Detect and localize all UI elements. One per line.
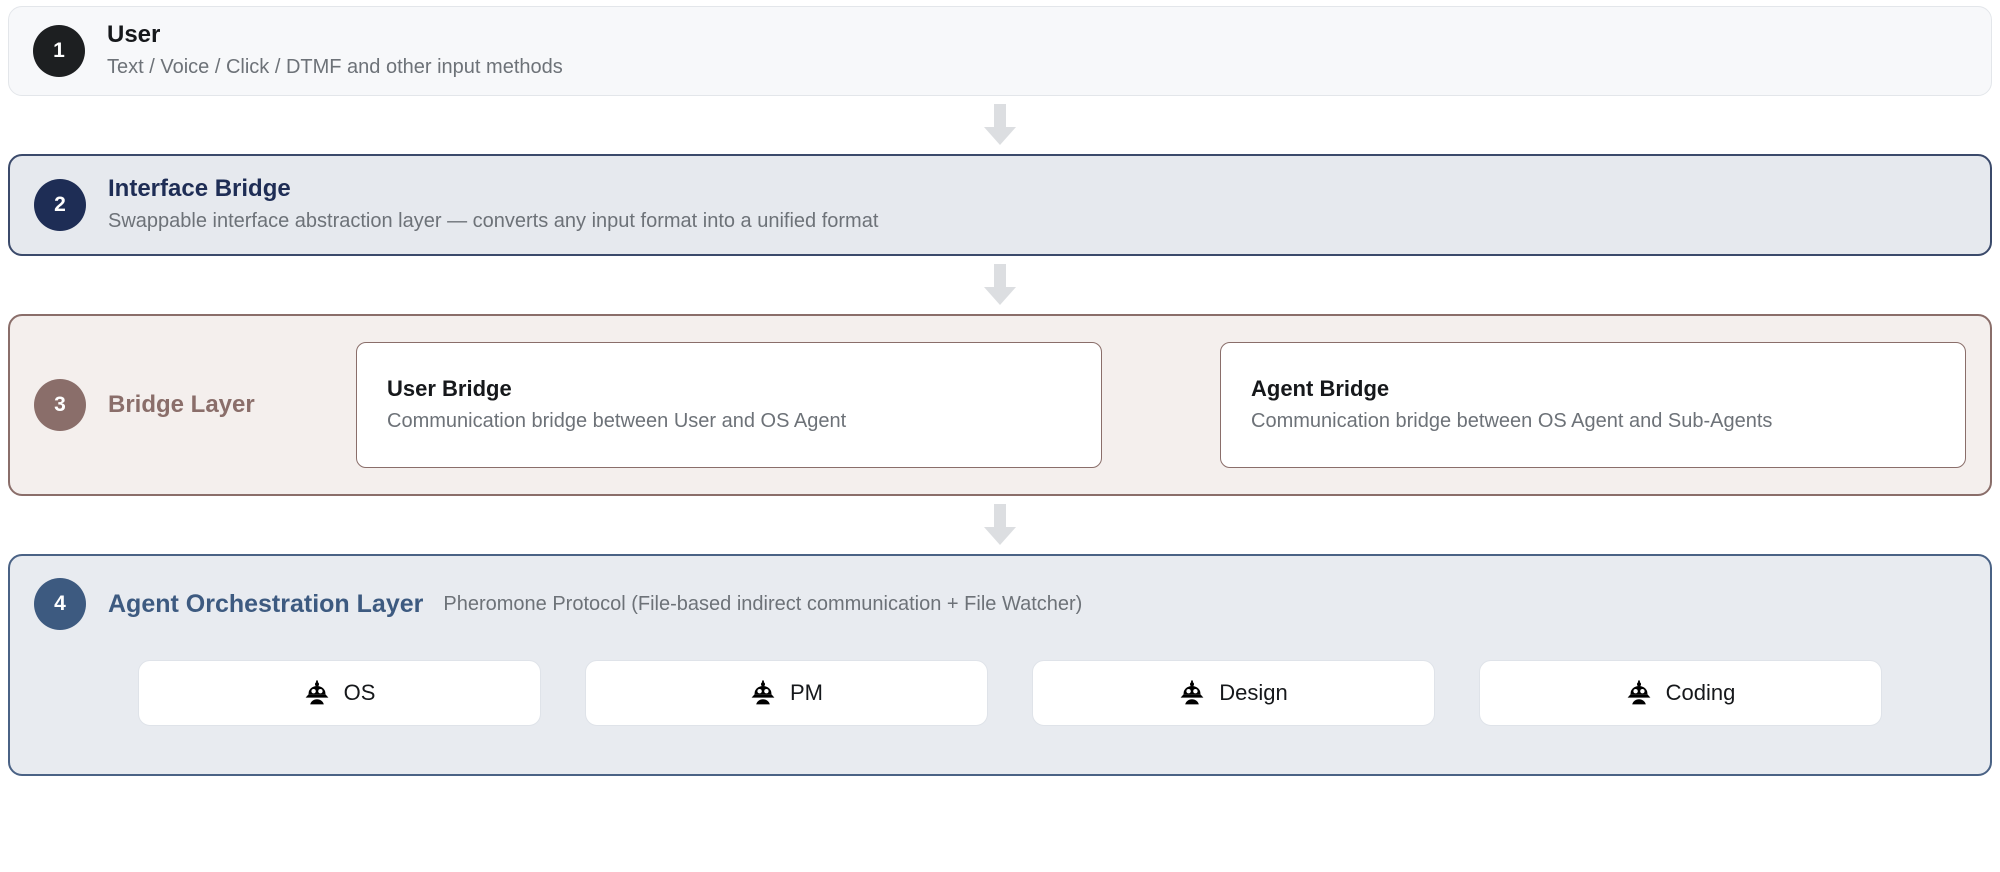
layer-interface-bridge: 2 Interface Bridge Swappable interface a… (8, 154, 1992, 256)
robot-icon (1179, 680, 1205, 706)
card-agent-bridge[interactable]: Agent Bridge Communication bridge betwee… (1220, 342, 1966, 468)
agent-card-coding[interactable]: Coding (1479, 660, 1882, 726)
agent-card-coding-label: Coding (1665, 680, 1736, 705)
bridge-cards: User Bridge Communication bridge between… (356, 342, 1966, 468)
connector-3 (8, 496, 1992, 554)
layer-user-text: User Text / Voice / Click / DTMF and oth… (107, 20, 563, 82)
layer-orchestration-subtitle: Pheromone Protocol (File-based indirect … (443, 592, 1083, 615)
arrow-down-icon (984, 504, 1016, 545)
layer-badge-2: 2 (34, 179, 86, 231)
layer-bridge: 3 Bridge Layer User Bridge Communication… (8, 314, 1992, 496)
bridge-row: 3 Bridge Layer User Bridge Communication… (34, 342, 1966, 468)
layer-agent-orchestration: 4 Agent Orchestration Layer Pheromone Pr… (8, 554, 1992, 776)
agent-card-row: OS PM (34, 660, 1966, 726)
connector-2 (8, 256, 1992, 314)
layer-bridge-text: Bridge Layer (108, 390, 255, 420)
layer-orchestration-title: Agent Orchestration Layer (108, 589, 424, 618)
arrow-down-icon (984, 104, 1016, 145)
agent-card-os-label: OS (343, 680, 376, 705)
agent-card-os[interactable]: OS (138, 660, 541, 726)
layer-user-title: User (107, 21, 161, 48)
layer-interface-text: Interface Bridge Swappable interface abs… (108, 174, 878, 236)
agent-card-pm-label: PM (790, 680, 823, 705)
layer-user-subtitle: Text / Voice / Click / DTMF and other in… (107, 56, 563, 78)
bridge-head: 3 Bridge Layer (34, 379, 334, 431)
card-user-bridge-title: User Bridge (387, 376, 512, 402)
robot-icon (304, 680, 330, 706)
layer-user: 1 User Text / Voice / Click / DTMF and o… (8, 6, 1992, 96)
layer-bridge-title: Bridge Layer (108, 391, 255, 418)
layer-badge-4: 4 (34, 578, 86, 630)
robot-icon (1626, 680, 1652, 706)
agent-card-design[interactable]: Design (1032, 660, 1435, 726)
card-user-bridge[interactable]: User Bridge Communication bridge between… (356, 342, 1102, 468)
arrow-down-icon (984, 264, 1016, 305)
agent-card-design-label: Design (1219, 680, 1288, 705)
card-agent-bridge-subtitle: Communication bridge between OS Agent an… (1251, 409, 1773, 432)
orchestration-header: 4 Agent Orchestration Layer Pheromone Pr… (34, 578, 1966, 630)
layer-badge-1: 1 (33, 25, 85, 77)
layer-interface-subtitle: Swappable interface abstraction layer — … (108, 210, 879, 232)
card-user-bridge-subtitle: Communication bridge between User and OS… (387, 409, 847, 432)
card-agent-bridge-title: Agent Bridge (1251, 376, 1390, 402)
connector-1 (8, 96, 1992, 154)
agent-card-pm[interactable]: PM (585, 660, 988, 726)
layer-interface-title: Interface Bridge (108, 175, 291, 202)
layer-badge-3: 3 (34, 379, 86, 431)
robot-icon (750, 680, 776, 706)
